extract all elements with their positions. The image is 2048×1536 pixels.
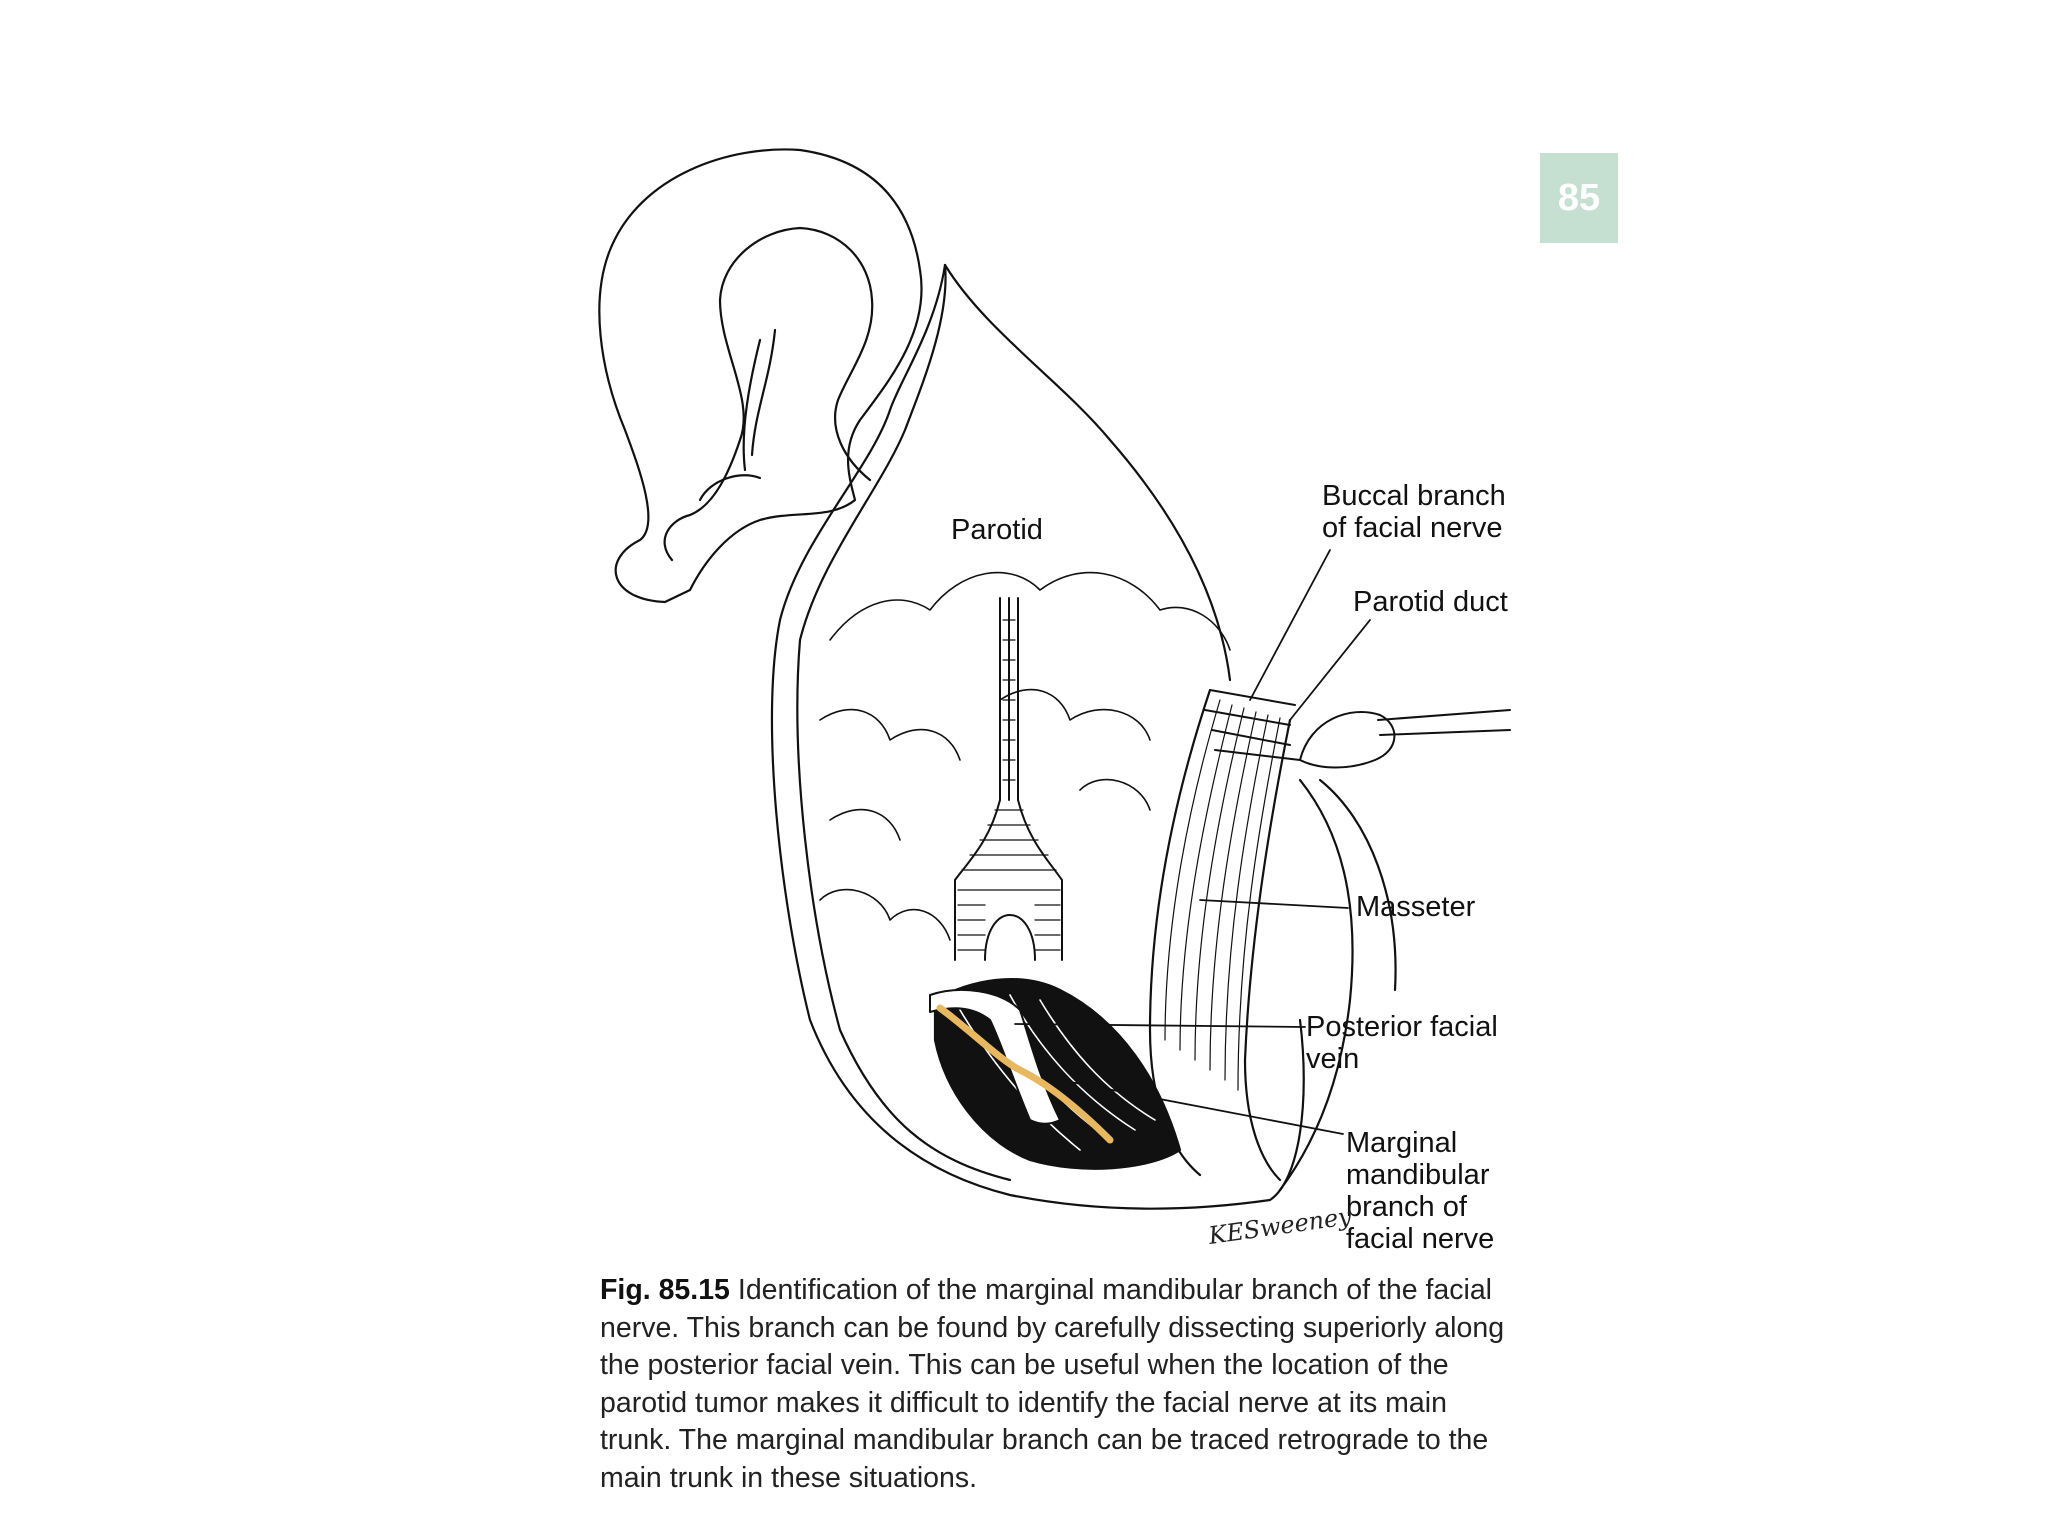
label-marginal-mandibular-branch: Marginal mandibular branch of facial ner… (1346, 1127, 1495, 1255)
leader-marginal-mandibular (1059, 1079, 1344, 1135)
retractor-flare (954, 799, 1063, 961)
leader-posterior-facial-vein (1014, 1023, 1306, 1028)
figure-number: Fig. 85.15 (600, 1274, 730, 1306)
caption-text: Identification of the marginal mandibula… (600, 1274, 1505, 1494)
skin-flap-outer (770, 263, 1305, 1210)
page-number-tab: 85 (1540, 153, 1618, 243)
cheek-edge (1278, 778, 1397, 1192)
skin-flap-inner (943, 263, 1232, 682)
ear-tragus (698, 474, 762, 502)
ear-outline (598, 148, 923, 604)
masseter-fibers (1164, 699, 1281, 1091)
retractor-loop (984, 914, 1036, 961)
label-posterior-facial-vein: Posterior facial vein (1306, 1011, 1498, 1075)
skin-flap-edge (796, 263, 1012, 1182)
right-retractor (1299, 709, 1511, 769)
ear-antihelix (742, 328, 777, 472)
leader-parotid-duct (1289, 619, 1371, 721)
label-buccal-branch: Buccal branch of facial nerve (1322, 480, 1506, 544)
posterior-facial-vein (929, 989, 1061, 1125)
gland-lobules (819, 571, 1231, 941)
marginal-mandibular-nerve (936, 1004, 1114, 1144)
duct-sling (1204, 689, 1301, 761)
label-masseter: Masseter (1356, 891, 1476, 923)
label-parotid-duct: Parotid duct (1353, 586, 1508, 618)
retractor-shaft (999, 597, 1019, 801)
retractor-hatch (957, 619, 1061, 951)
leader-buccal (1249, 549, 1331, 701)
label-parotid: Parotid (951, 514, 1043, 546)
leader-masseter (1199, 899, 1349, 909)
ear-helix (663, 226, 874, 562)
